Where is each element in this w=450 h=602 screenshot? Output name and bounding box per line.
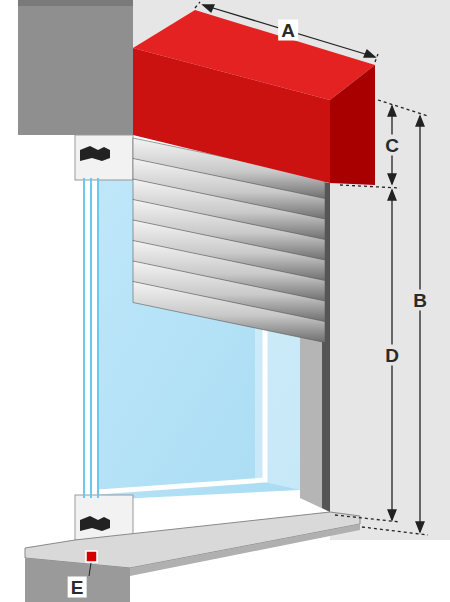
shutter-slat: [133, 282, 325, 343]
glass-panes: [84, 178, 98, 498]
lintel: [18, 0, 133, 135]
sensor-mark: [86, 551, 97, 562]
dimension-label: E: [68, 577, 87, 598]
box-front: [133, 48, 330, 183]
frame-top: [75, 135, 133, 180]
dimension-label: B: [410, 290, 430, 311]
dimension-label: C: [382, 135, 402, 156]
box-side: [330, 65, 375, 185]
sill-front: [130, 524, 360, 576]
seal-top: [80, 146, 110, 161]
dimension-label: A: [278, 20, 298, 41]
leader-line: [89, 563, 91, 576]
sill-wall: [25, 558, 130, 602]
frame-bottom: [75, 495, 133, 540]
seal-bottom: [80, 516, 110, 531]
lintel-edge: [18, 0, 133, 6]
dimension-label: D: [382, 345, 402, 366]
dimension-lines: [195, 2, 428, 535]
